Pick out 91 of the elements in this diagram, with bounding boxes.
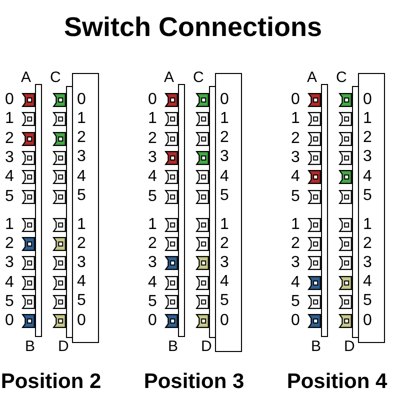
contact-number: 2 xyxy=(291,236,300,252)
contact-number: 1 xyxy=(5,111,14,128)
contact-number: 4 xyxy=(148,169,157,186)
contact-number: 3 xyxy=(77,254,86,271)
contact-number: 3 xyxy=(77,149,86,166)
contact-number: 0 xyxy=(77,312,86,328)
contact-number: 3 xyxy=(291,255,300,272)
contact-number: 2 xyxy=(5,236,14,252)
contact-number: 1 xyxy=(363,216,372,232)
contact-number: 1 xyxy=(77,216,86,232)
contact-number: 5 xyxy=(5,294,14,310)
contact-number: 5 xyxy=(363,188,372,204)
contact-number: 5 xyxy=(148,294,157,310)
contact-number: 1 xyxy=(363,110,372,127)
terminal-board xyxy=(72,73,99,343)
terminal-letter: A xyxy=(21,70,32,85)
contact-number: 4 xyxy=(77,168,86,185)
terminal-letter: C xyxy=(50,70,61,85)
contact-number: 0 xyxy=(5,92,14,108)
contact-number: 3 xyxy=(148,150,157,166)
contact-number: 3 xyxy=(5,255,14,272)
contact-number: 1 xyxy=(148,217,157,233)
contact-number: 2 xyxy=(77,130,86,146)
contact-number: 4 xyxy=(5,274,14,291)
terminal-letter: A xyxy=(307,70,318,85)
contact-number: 4 xyxy=(291,274,300,291)
contact-number: 4 xyxy=(77,274,86,290)
position-caption: Position 2 xyxy=(0,371,102,392)
contact-number: 4 xyxy=(220,168,229,185)
contact-number: 0 xyxy=(148,313,157,329)
terminal-board xyxy=(358,73,385,343)
contact-number: 3 xyxy=(363,254,372,271)
contact-number: 3 xyxy=(5,150,14,166)
contact-number: 5 xyxy=(148,188,157,204)
contact-number: 0 xyxy=(291,313,300,329)
contact-number: 4 xyxy=(5,169,14,186)
contact-number: 2 xyxy=(220,130,229,146)
contact-number: 2 xyxy=(291,130,300,147)
contact-number: 4 xyxy=(363,274,372,290)
contact-number: 2 xyxy=(363,130,372,146)
contact-number: 5 xyxy=(291,188,300,204)
contact-number: 2 xyxy=(220,236,229,252)
contact-number: 2 xyxy=(77,236,86,252)
contact-number: 1 xyxy=(5,217,14,233)
contact-number: 1 xyxy=(291,111,300,128)
contact-number: 1 xyxy=(220,216,229,232)
contact-number: 2 xyxy=(5,130,14,147)
terminal-letter: D xyxy=(58,339,69,354)
contact-number: 0 xyxy=(220,312,229,328)
contact-number: 3 xyxy=(363,149,372,166)
contact-number: 4 xyxy=(148,274,157,291)
terminal-board xyxy=(215,73,242,352)
terminal-letter: C xyxy=(336,70,347,85)
contact-number: 0 xyxy=(291,92,300,108)
contact-number: 0 xyxy=(220,92,229,108)
contact-number: 4 xyxy=(220,274,229,290)
contact-number: 5 xyxy=(291,294,300,310)
terminal-letter: B xyxy=(168,339,178,354)
terminal-letter: A xyxy=(164,70,174,85)
terminal-letter: D xyxy=(201,339,212,354)
contact-number: 2 xyxy=(148,236,157,252)
terminal-letter: B xyxy=(311,339,322,354)
position-caption: Position 3 xyxy=(144,371,244,392)
contact-number: 2 xyxy=(363,236,372,252)
contact-number: 0 xyxy=(5,313,14,329)
contact-number: 1 xyxy=(148,111,157,128)
contact-number: 5 xyxy=(220,188,229,204)
contact-number: 5 xyxy=(77,188,86,204)
contact-number: 5 xyxy=(5,188,14,204)
position-caption: Position 4 xyxy=(286,371,388,392)
contact-number: 3 xyxy=(148,255,157,272)
contact-number: 5 xyxy=(220,293,229,310)
terminal-letter: D xyxy=(344,339,355,354)
contact-number: 1 xyxy=(291,217,300,233)
contact-number: 0 xyxy=(363,92,372,108)
terminal-letter: C xyxy=(193,70,204,85)
terminal-letter: B xyxy=(25,339,36,354)
diagram-title: Switch Connections xyxy=(64,14,322,41)
contact-number: 3 xyxy=(220,254,229,271)
contact-number: 3 xyxy=(220,149,229,166)
contact-number: 3 xyxy=(291,150,300,166)
contact-number: 4 xyxy=(363,168,372,185)
contact-number: 4 xyxy=(291,169,300,186)
contact-number: 5 xyxy=(77,293,86,310)
contact-number: 1 xyxy=(77,110,86,127)
contact-number: 1 xyxy=(220,110,229,127)
contact-number: 0 xyxy=(77,92,86,108)
contact-number: 2 xyxy=(148,130,157,147)
contact-number: 0 xyxy=(148,92,157,108)
contact-number: 5 xyxy=(363,293,372,310)
contact-number: 0 xyxy=(363,312,372,328)
